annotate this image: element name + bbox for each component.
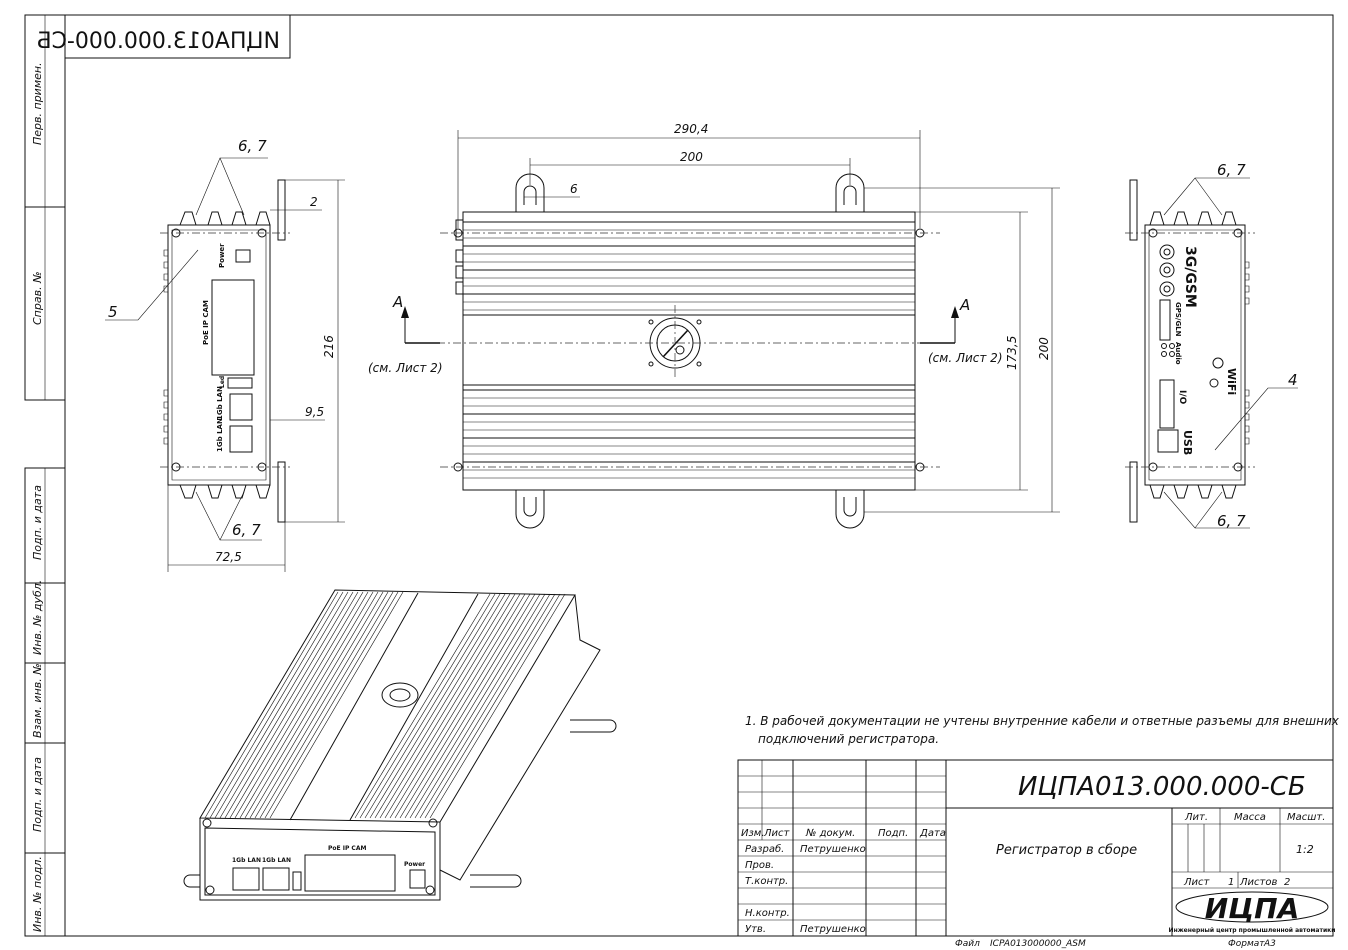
note-line-2: подключений регистратора. — [758, 732, 939, 746]
tb-massa: Масса — [1234, 812, 1266, 823]
tb-razrab: Разраб. — [745, 843, 784, 855]
logo-text: ИЦПА — [1205, 892, 1300, 925]
note-line-1: 1. В рабочей документации не учтены внут… — [745, 714, 1340, 728]
label-gsm: 3G/GSM — [1182, 246, 1198, 308]
pos-4: 4 — [1288, 371, 1298, 389]
left-view: Power PoE IP CAM Led 1Gb LAN 1Gb LAN 216… — [105, 137, 345, 572]
footer-format-value: А3 — [1263, 939, 1276, 949]
tb-col-list: Лист — [763, 828, 791, 839]
tb-list-label: Лист — [1183, 877, 1211, 888]
strip-perv-primen: Перв. примен. — [31, 62, 44, 145]
dim-2: 2 — [310, 195, 318, 209]
iso-lan1: 1Gb LAN — [232, 857, 261, 864]
title-block-grid — [738, 775, 946, 921]
dim-200-top: 200 — [680, 150, 703, 164]
dim-290-4: 290,4 — [674, 122, 708, 136]
tb-tkontr: Т.контр. — [745, 876, 788, 887]
tb-utv: Утв. — [745, 924, 766, 935]
fins-bottom — [463, 389, 915, 479]
tb-name: Регистратор в сборе — [996, 843, 1137, 858]
tb-col-izm: Изм. — [741, 828, 765, 839]
tb-utv-name: Петрушенко — [800, 924, 866, 935]
pos-6-7-c: 6, 7 — [1217, 161, 1246, 179]
strip-inv-dubl: Инв. № дубл. — [31, 580, 44, 655]
tb-list-no: 1 — [1228, 877, 1234, 888]
dim-6: 6 — [570, 182, 578, 196]
dim-9-5: 9,5 — [305, 405, 324, 419]
tb-col-data: Дата — [919, 828, 946, 839]
dim-72-5: 72,5 — [215, 550, 242, 564]
top-stamp: ИЦПА013.000.000-СБ — [37, 14, 291, 59]
footer-format-label: Формат — [1228, 939, 1265, 949]
strip-vzam-inv: Взам. инв. № — [31, 663, 44, 738]
front-view: А А (см. Лист 2) (см. Лист 2) 290,4 200 … — [368, 122, 1060, 529]
company-name: Инженерный центр промышленной автоматики — [1169, 927, 1336, 934]
label-led: Led — [219, 376, 226, 388]
tb-col-docum: № докум. — [805, 828, 855, 839]
strip-podp-data-2: Подп. и дата — [31, 757, 44, 832]
company-logo: ИЦПА Инженерный центр промышленной автом… — [1169, 891, 1336, 934]
label-usb: USB — [1181, 430, 1194, 455]
tb-listov-no: 2 — [1284, 877, 1290, 888]
strip-sprav-no: Справ. № — [31, 271, 44, 325]
see-sheet-right: (см. Лист 2) — [928, 351, 1003, 365]
iso-fins — [204, 591, 566, 819]
footer-file-label: Файл — [955, 939, 980, 949]
title-block: ИЦПА013.000.000-СБ Регистратор в сборе И… — [737, 759, 1336, 937]
tb-listov-label: Листов — [1239, 877, 1277, 888]
pos-5: 5 — [108, 303, 118, 321]
dim-173-5: 173,5 — [1005, 336, 1019, 370]
dim-216: 216 — [322, 335, 336, 358]
label-lan2: 1Gb LAN — [216, 418, 224, 452]
fins-top — [463, 221, 915, 311]
label-power: Power — [218, 243, 226, 268]
tb-scale: 1:2 — [1296, 843, 1314, 856]
pos-6-7-d: 6, 7 — [1217, 512, 1246, 530]
label-gps: GPS/GLN — [1174, 302, 1182, 337]
pos-6-7-a: 6, 7 — [238, 137, 267, 155]
tb-razrab-name: Петрушенко — [800, 844, 866, 855]
right-view: 3G/GSM GPS/GLN Audio I/O USB WiFi 6, 7 6… — [1125, 161, 1298, 530]
dim-200-right: 200 — [1037, 337, 1051, 360]
label-lan1: 1Gb LAN — [216, 386, 224, 420]
footer-file-name: ICPA013000000_ASM — [990, 939, 1086, 949]
top-stamp-text: ИЦПА013.000.000-СБ — [37, 29, 280, 54]
tb-masht: Масшт. — [1287, 812, 1325, 823]
tb-lit: Лит. — [1184, 812, 1208, 823]
tb-prov: Пров. — [745, 860, 774, 871]
label-poe-cam: PoE IP CAM — [202, 300, 210, 345]
iso-poe: PoE IP CAM — [328, 845, 366, 852]
strip-inv-podl: Инв. № подл. — [31, 856, 44, 932]
tb-nkontr: Н.контр. — [745, 908, 790, 919]
iso-lan2: 1Gb LAN — [262, 857, 291, 864]
see-sheet-left: (см. Лист 2) — [368, 361, 443, 375]
label-wifi: WiFi — [1225, 368, 1238, 395]
strip-podp-data-1: Подп. и дата — [31, 485, 44, 560]
tb-col-podp: Подп. — [878, 828, 908, 839]
section-a-right: А — [959, 296, 970, 314]
pos-6-7-b: 6, 7 — [232, 521, 261, 539]
label-audio: Audio — [1174, 342, 1182, 365]
iso-power: Power — [404, 861, 425, 868]
section-a-left: А — [392, 293, 403, 311]
label-io: I/O — [1177, 390, 1187, 405]
isometric-view: 1Gb LAN 1Gb LAN PoE IP CAM Power — [183, 589, 617, 901]
tb-designation: ИЦПА013.000.000-СБ — [1018, 772, 1306, 802]
left-strip: Перв. примен. Справ. № Подп. и дата Инв.… — [24, 14, 66, 937]
